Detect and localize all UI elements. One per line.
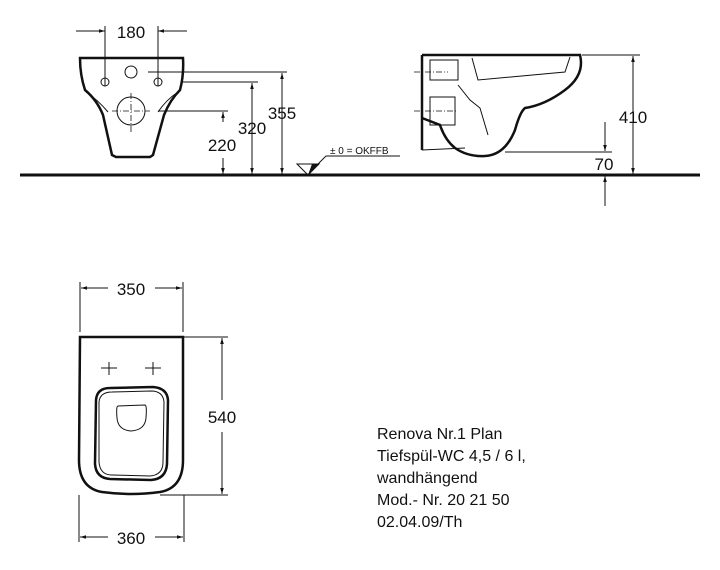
dim-410: 410 — [619, 108, 647, 127]
model-number: Mod.- Nr. 20 21 50 — [377, 492, 510, 509]
dim-540: 540 — [208, 408, 236, 427]
dim-180: 180 — [117, 23, 145, 42]
dim-70: 70 — [595, 155, 614, 174]
dim-360: 360 — [117, 529, 145, 548]
plan-view — [77, 282, 228, 542]
product-mounting: wandhängend — [376, 470, 478, 487]
product-type: Tiefspül-WC 4,5 / 6 l, — [377, 448, 526, 465]
product-name: Renova Nr.1 Plan — [377, 426, 502, 443]
dim-355: 355 — [268, 104, 296, 123]
dim-320: 320 — [238, 119, 266, 138]
dim-350: 350 — [117, 280, 145, 299]
product-info: Renova Nr.1 Plan Tiefspül-WC 4,5 / 6 l, … — [376, 426, 526, 531]
front-view — [76, 26, 287, 174]
drawing-date: 02.04.09/Th — [377, 514, 462, 531]
side-view — [414, 53, 640, 206]
dim-220: 220 — [208, 136, 236, 155]
floor-reference-label: ± 0 = OKFFB — [330, 146, 389, 157]
floor-reference-symbol — [295, 155, 400, 176]
